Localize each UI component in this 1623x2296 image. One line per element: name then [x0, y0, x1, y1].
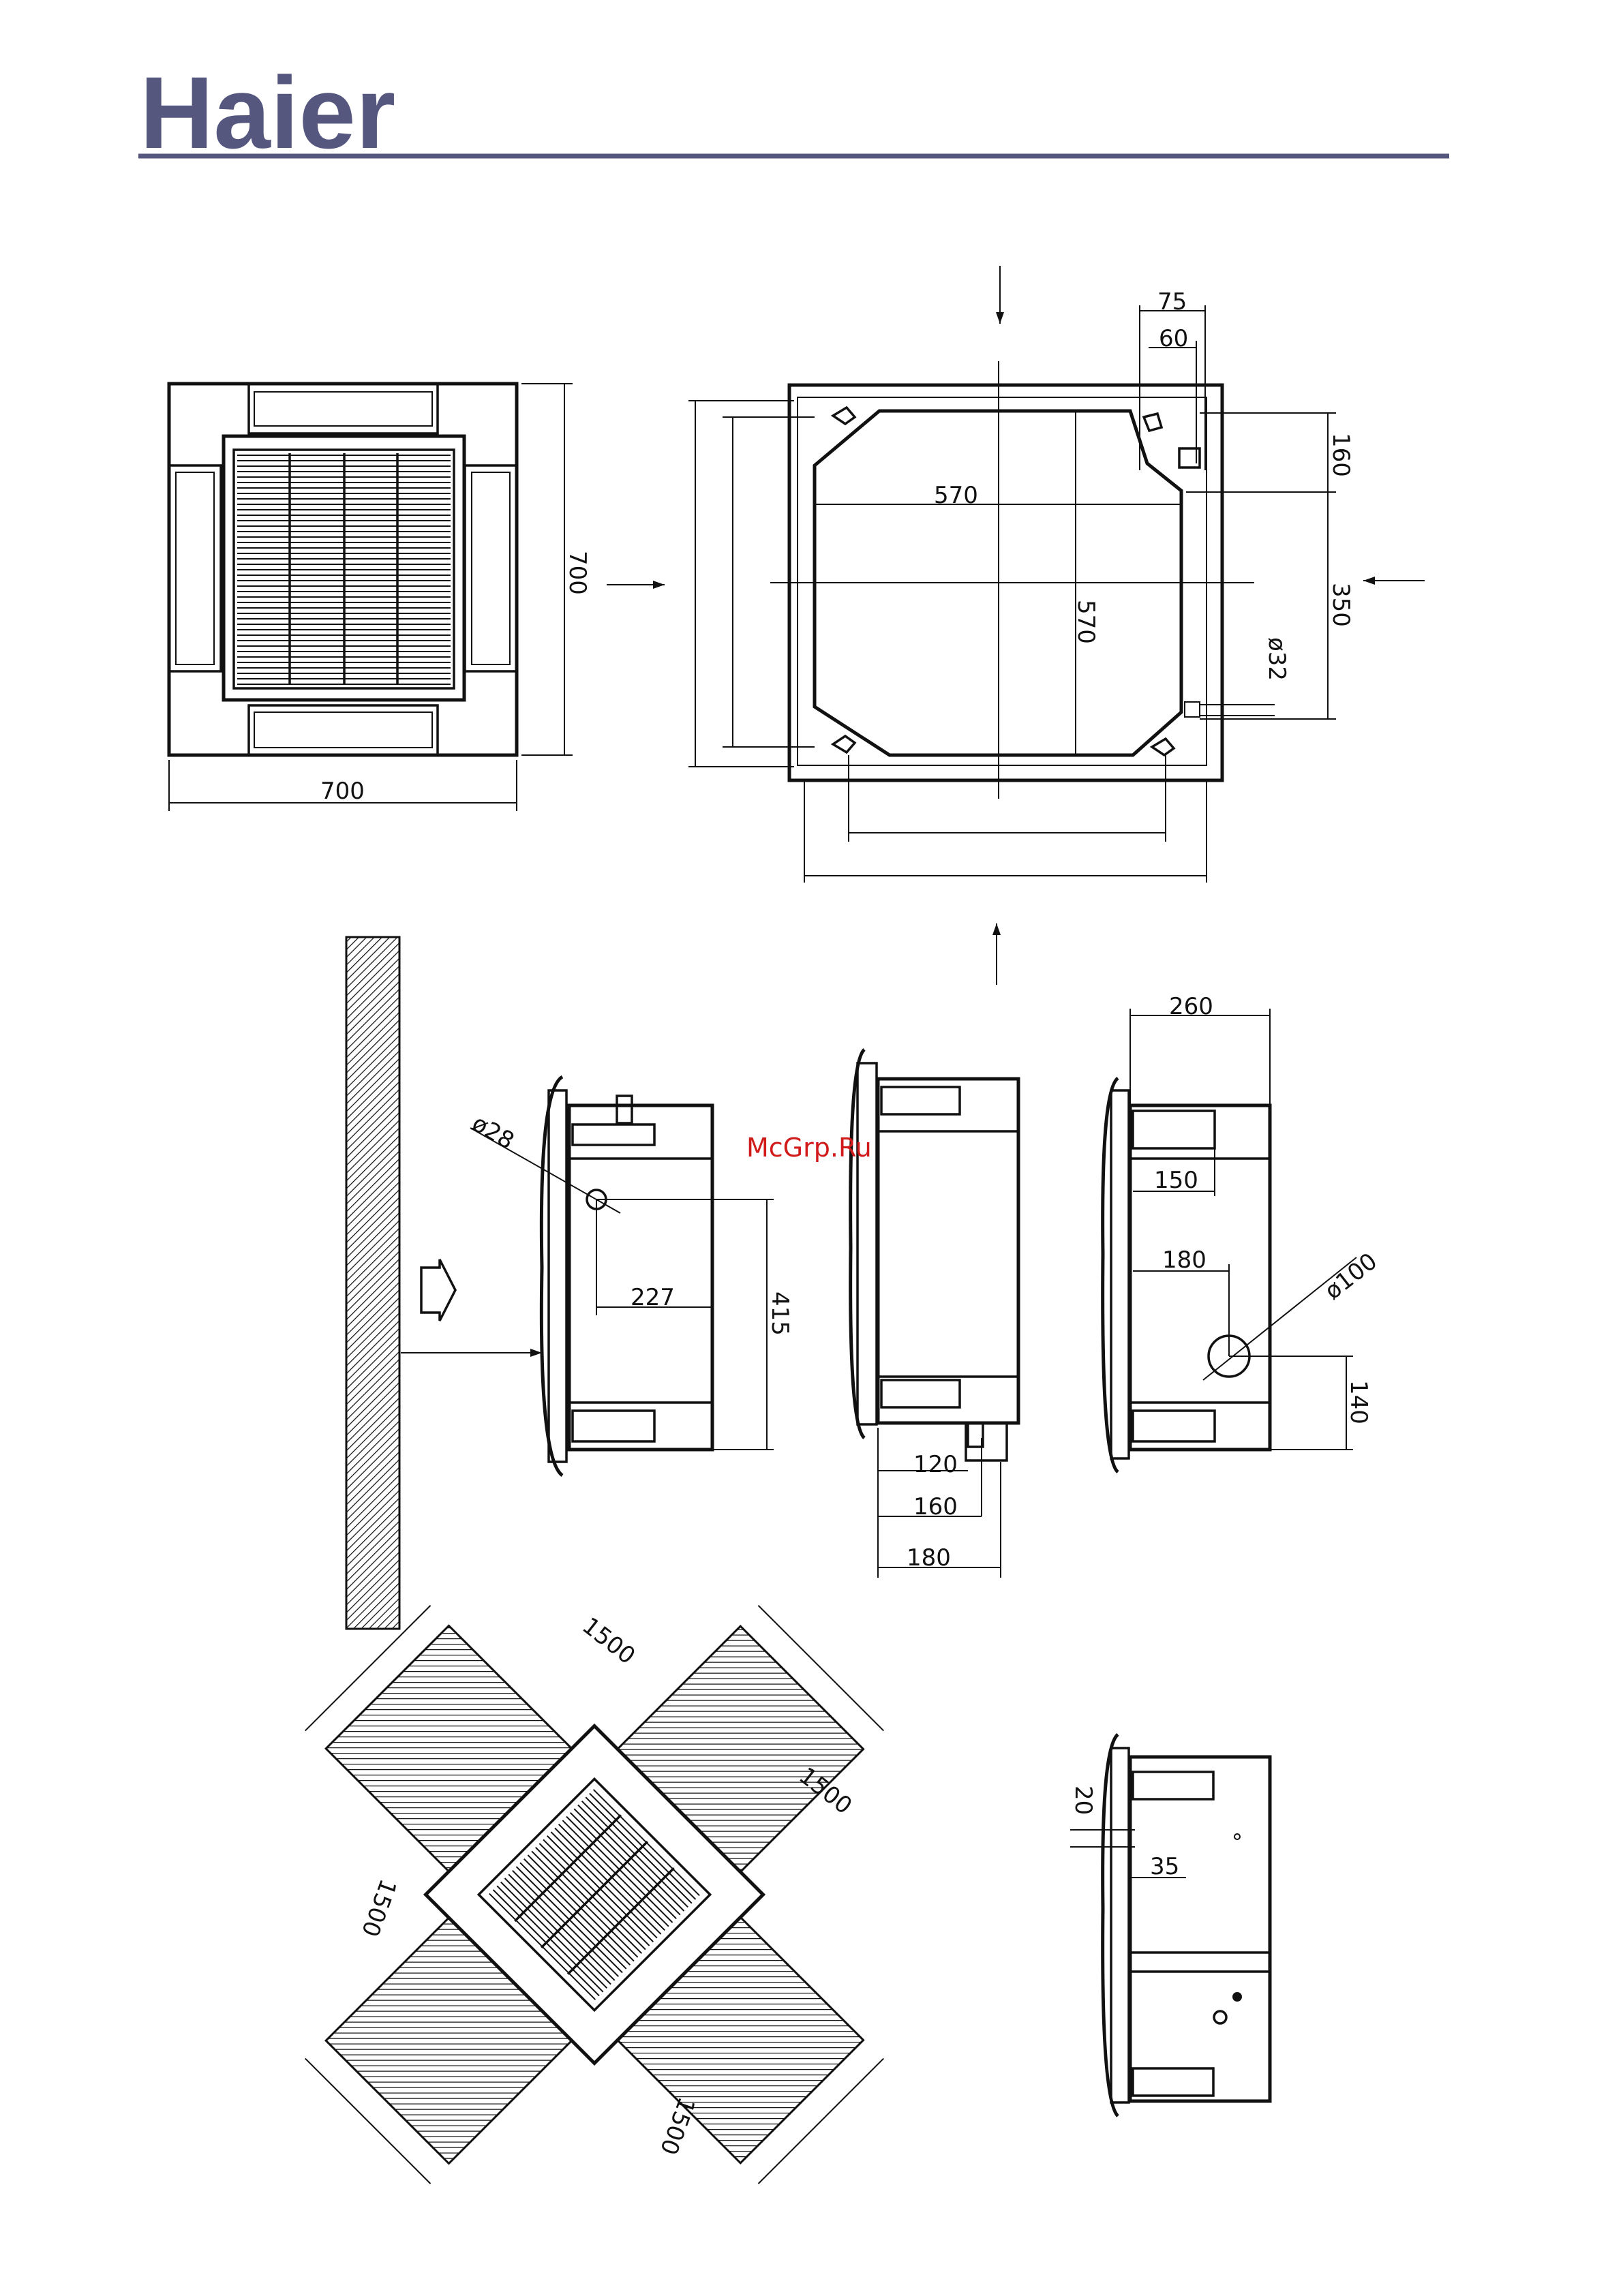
dim-350: 350 — [1327, 583, 1354, 627]
watermark: McGrp.Ru — [746, 1133, 872, 1163]
dim-160: 160 — [1327, 433, 1354, 477]
side-view-right: 260 150 180 ø100 140 — [1103, 993, 1382, 1472]
dim-d32: ø32 — [1263, 637, 1290, 681]
side-view-left: ø28 227 415 — [468, 1077, 794, 1475]
side-view-bottom: 20 35 — [1070, 1734, 1270, 2116]
dim-d28: ø28 — [468, 1109, 519, 1155]
dim-570-horizontal: 570 — [934, 482, 978, 509]
header: Haier — [138, 55, 1449, 170]
dim-227: 227 — [631, 1284, 675, 1311]
dim-180: 180 — [907, 1544, 951, 1572]
mounting-plan: 570 570 75 60 160 350 ø32 — [688, 266, 1425, 985]
dim-415: 415 — [766, 1291, 793, 1336]
dim-d100: ø100 — [1320, 1248, 1382, 1305]
dim-20: 20 — [1070, 1786, 1097, 1815]
dim-60: 60 — [1159, 325, 1188, 352]
dim-260: 260 — [1169, 993, 1213, 1020]
top-view-width-label: 700 — [320, 778, 365, 805]
clearance-label-left: 1500 — [356, 1876, 401, 1940]
wall — [346, 937, 542, 1629]
clearance-label-top: 1500 — [577, 1612, 640, 1670]
brand-logo: Haier — [140, 55, 395, 170]
dim-160: 160 — [913, 1493, 958, 1520]
dim-35: 35 — [1150, 1853, 1179, 1880]
dim-140: 140 — [1345, 1380, 1372, 1424]
dim-180-right: 180 — [1162, 1246, 1207, 1274]
dim-570-vertical: 570 — [1072, 600, 1099, 644]
dim-75: 75 — [1157, 288, 1187, 316]
dim-150: 150 — [1154, 1167, 1198, 1194]
top-view: 700 700 — [169, 384, 665, 811]
top-view-height-label: 700 — [564, 551, 591, 595]
side-view-middle: 120 160 180 — [851, 1050, 1018, 1578]
clearance-label-bottom: 1500 — [654, 2094, 700, 2158]
dim-120: 120 — [913, 1451, 958, 1478]
